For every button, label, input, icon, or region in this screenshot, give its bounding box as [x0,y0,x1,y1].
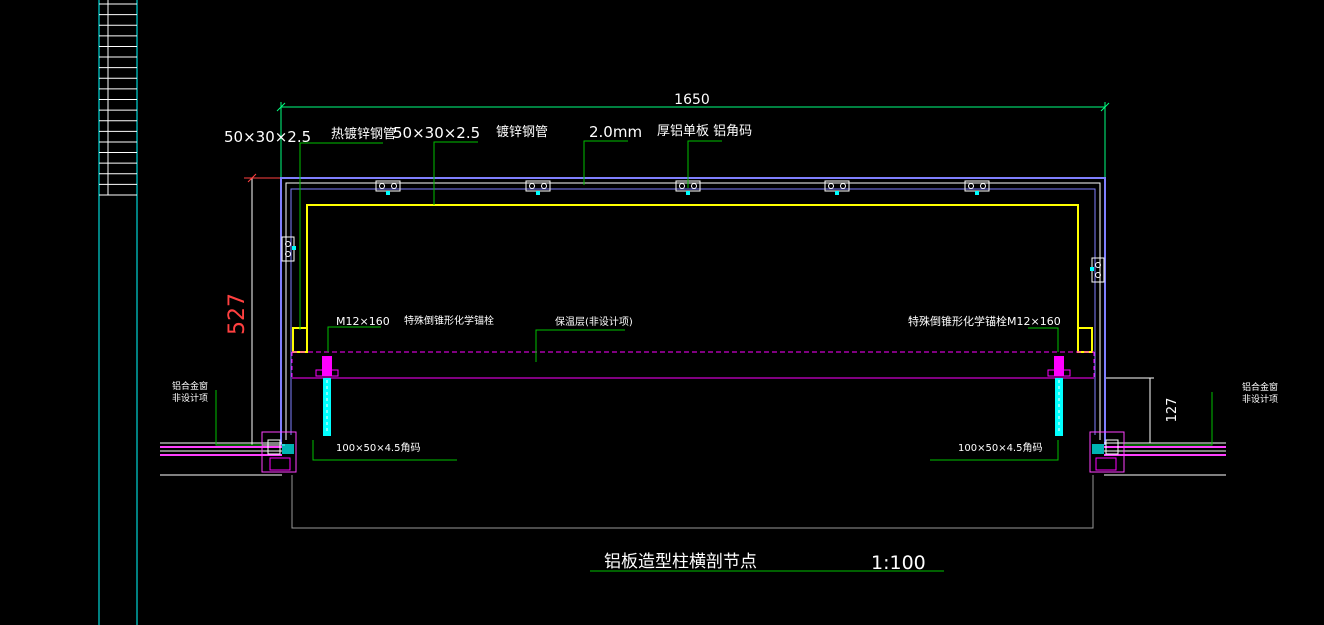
leader-lines [215,140,1213,461]
plate-name: 厚铝单板 铝角码 [657,124,752,139]
anchor-left-size: M12×160 [336,315,390,328]
title-block [98,0,138,625]
window-profile-left [160,431,297,476]
steel-tube-frame [292,204,1093,353]
angle-left-label: 100×50×4.5角码 [336,442,420,454]
plate-thickness: 2.0mm [589,123,642,141]
dimension-height: 527 [225,173,285,446]
angle-bracket [375,180,401,195]
anchor-bolt-left [315,356,339,436]
window-right-label-1: 铝合金窗 [1242,381,1278,393]
tube-b-size: 50×30×2.5 [393,124,480,142]
dimension-width: 1650 [276,92,1110,178]
anchor-left-name: 特殊倒锥形化学锚栓 [404,314,494,327]
drawing-scale: 1:100 [871,552,926,574]
anchor-bolt-right [1047,356,1071,436]
side-bracket-right [1090,257,1105,283]
dimension-width-label: 1650 [674,92,710,108]
angle-bracket [525,180,551,195]
dimension-height-small: 127 [1105,377,1180,444]
insulation-label: 保温层(非设计项) [555,315,633,328]
angle-bracket [824,180,850,195]
window-profile-right [1089,431,1226,476]
window-right-label-2: 非设计项 [1242,393,1278,405]
angle-brackets [375,180,990,195]
tube-a-name: 热镀锌钢管 [331,126,396,142]
angle-right-label: 100×50×4.5角码 [958,442,1042,454]
dimension-height-small-label: 127 [1165,398,1180,423]
tube-a-size: 50×30×2.5 [224,128,311,146]
anchor-right-label: 特殊倒锥形化学锚栓M12×160 [908,314,1061,328]
dimension-height-label: 527 [225,293,250,335]
angle-bracket [964,180,990,195]
tube-b-name: 镀锌钢管 [496,124,548,140]
annotations: 50×30×2.5 热镀锌钢管 50×30×2.5 镀锌钢管 2.0mm 厚铝单… [172,123,1278,454]
window-left-label-2: 非设计项 [172,392,208,404]
window-left-label-1: 铝合金窗 [172,380,208,392]
drawing-title: 铝板造型柱横剖节点 1:100 [590,552,944,574]
aluminum-plate-frame [280,177,1106,445]
side-bracket-left [281,236,296,262]
drawing-title-text: 铝板造型柱横剖节点 [604,552,757,572]
wall-outline [291,475,1094,529]
insulation-lines [291,351,1095,379]
